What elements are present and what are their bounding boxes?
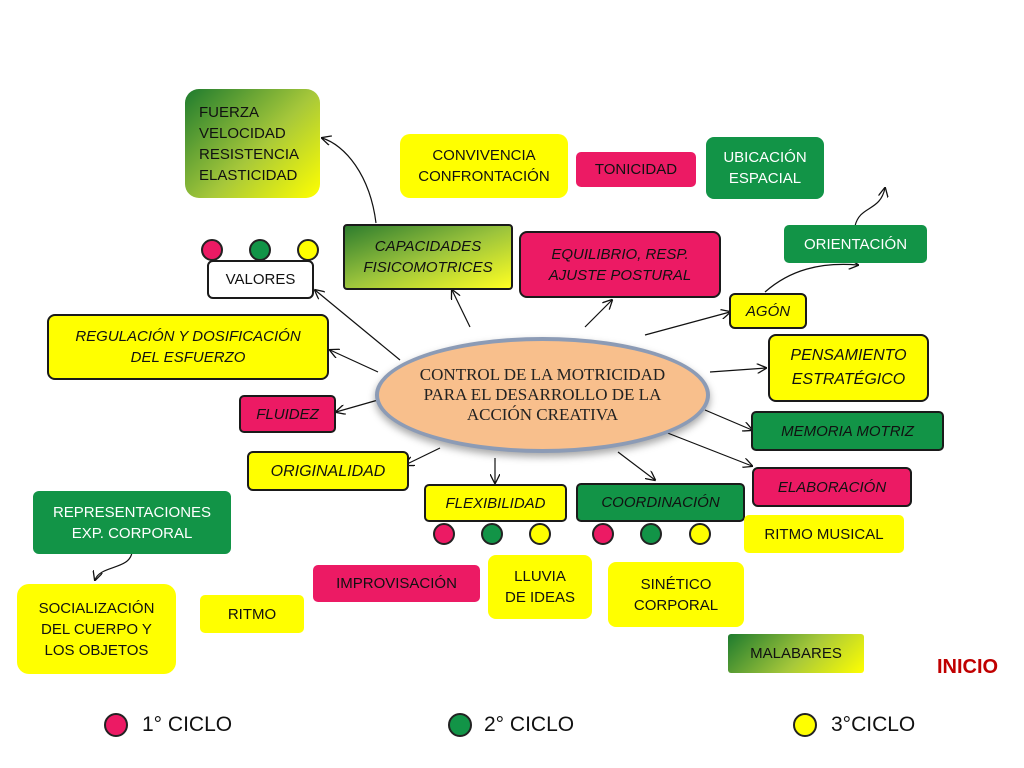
node-socializacion: SOCIALIZACIÓN DEL CUERPO Y LOS OBJETOS	[17, 584, 176, 674]
valores-dot-1-ciclo	[201, 239, 223, 261]
arrow-to-equilibrio	[584, 300, 612, 328]
node-ritmo: RITMO	[200, 595, 304, 633]
node-equilibrio-text: EQUILIBRIO, RESP. AJUSTE POSTURAL	[548, 245, 692, 284]
node-agon-text: AGÓN	[745, 302, 791, 320]
node-ritmo-musical: RITMO MUSICAL	[744, 515, 904, 553]
node-memoria-text: MEMORIA MOTRIZ	[781, 422, 914, 440]
node-fluidez-text: FLUIDEZ	[256, 405, 319, 423]
arrow-to-memoria	[704, 409, 752, 430]
valores-dot-3-ciclo	[297, 239, 319, 261]
arrow-to-valores	[315, 290, 401, 361]
node-agon: AGÓN	[729, 293, 807, 329]
arrow-to-pensamiento	[709, 368, 766, 372]
arrow-to-capacidades	[452, 290, 471, 328]
node-sinetico-text: SINÉTICO CORPORAL	[633, 575, 719, 614]
node-ritmo-text: RITMO	[227, 605, 277, 623]
node-flexibilidad: FLEXIBILIDAD	[424, 484, 567, 522]
node-regulacion: REGULACIÓN Y DOSIFICACIÓN DEL ESFUERZO	[47, 314, 329, 380]
node-originalidad: ORIGINALIDAD	[247, 451, 409, 491]
legend-label-3-ciclo: 3°CICLO	[831, 713, 916, 736]
node-orientacion-text: ORIENTACIÓN	[803, 235, 908, 253]
node-lluvia-text: LLUVIA DE IDEAS	[504, 568, 576, 606]
arrow-to-coordinacion	[617, 451, 655, 480]
central-concept: CONTROL DE LA MOTRICIDAD PARA EL DESARRO…	[375, 337, 710, 453]
arrow-orientacion-up	[854, 188, 885, 227]
legend-label-2-ciclo: 2° CICLO	[484, 713, 575, 736]
node-improvisacion-text: IMPROVISACIÓN	[336, 575, 457, 592]
node-valores-text: VALORES	[225, 271, 296, 288]
node-ubicacion: UBICACIÓN ESPACIAL	[706, 137, 824, 199]
flexibilidad-dot-1-ciclo	[433, 523, 455, 545]
node-convivencia: CONVIVENCIA CONFRONTACIÓN	[400, 134, 568, 198]
node-ritmo-musical-text: RITMO MUSICAL	[764, 525, 884, 543]
node-representaciones: REPRESENTACIONES EXP. CORPORAL	[33, 491, 231, 554]
node-pensamiento-text: PENSAMIENTO ESTRATÉGICO	[790, 347, 907, 388]
node-flexibilidad-text: FLEXIBILIDAD	[445, 494, 546, 512]
legend-dot-1-ciclo	[104, 713, 128, 737]
node-improvisacion: IMPROVISACIÓN	[313, 565, 480, 602]
node-malabares-text: MALABARES	[750, 645, 842, 662]
arrow-to-originalidad	[405, 447, 441, 465]
node-equilibrio: EQUILIBRIO, RESP. AJUSTE POSTURAL	[519, 231, 721, 298]
node-fuerza: FUERZA VELOCIDAD RESISTENCIA ELASTICIDAD	[185, 89, 320, 198]
legend-dot-3-ciclo	[793, 713, 817, 737]
arrow-to-orientacion	[764, 264, 858, 293]
arrow-to-elaboracion	[664, 431, 752, 466]
flexibilidad-dot-2-ciclo	[481, 523, 503, 545]
central-concept-text: CONTROL DE LA MOTRICIDAD PARA EL DESARRO…	[419, 365, 666, 424]
node-fuerza-text: FUERZA VELOCIDAD RESISTENCIA ELASTICIDAD	[199, 103, 300, 184]
valores-dot-2-ciclo	[249, 239, 271, 261]
coordinacion-dot-3-ciclo	[689, 523, 711, 545]
coordinacion-dot-1-ciclo	[592, 523, 614, 545]
flexibilidad-dot-3-ciclo	[529, 523, 551, 545]
node-representaciones-text: REPRESENTACIONES EXP. CORPORAL	[52, 503, 212, 542]
node-tonicidad-text: TONICIDAD	[594, 161, 678, 178]
arrow-to-fuerza	[322, 138, 377, 224]
node-ubicacion-text: UBICACIÓN ESPACIAL	[723, 149, 807, 187]
node-valores: VALORES	[207, 260, 314, 299]
node-fluidez: FLUIDEZ	[239, 395, 336, 433]
node-coordinacion: COORDINACIÓN	[576, 483, 745, 522]
coordinacion-dot-2-ciclo	[640, 523, 662, 545]
node-sinetico: SINÉTICO CORPORAL	[608, 562, 744, 627]
node-capacidades: CAPACIDADES FISICOMOTRICES	[343, 224, 513, 290]
node-elaboracion: ELABORACIÓN	[752, 467, 912, 507]
arrow-to-socializacion	[95, 551, 133, 580]
arrow-to-regulacion	[330, 350, 379, 373]
node-pensamiento: PENSAMIENTO ESTRATÉGICO	[768, 334, 929, 402]
node-malabares: MALABARES	[728, 634, 864, 673]
node-coordinacion-text: COORDINACIÓN	[601, 494, 720, 511]
node-elaboracion-text: ELABORACIÓN	[777, 478, 887, 496]
node-convivencia-text: CONVIVENCIA CONFRONTACIÓN	[418, 147, 550, 185]
legend-dot-2-ciclo	[448, 713, 472, 737]
node-socializacion-text: SOCIALIZACIÓN DEL CUERPO Y LOS OBJETOS	[38, 599, 155, 659]
node-memoria: MEMORIA MOTRIZ	[751, 411, 944, 451]
node-orientacion: ORIENTACIÓN	[784, 225, 927, 263]
node-regulacion-text: REGULACIÓN Y DOSIFICACIÓN DEL ESFUERZO	[75, 328, 301, 366]
node-tonicidad: TONICIDAD	[576, 152, 696, 187]
arrow-to-fluidez	[336, 399, 379, 412]
inicio-link[interactable]: INICIO	[937, 656, 999, 678]
legend-label-1-ciclo: 1° CICLO	[142, 713, 233, 736]
node-originalidad-text: ORIGINALIDAD	[270, 462, 386, 480]
node-capacidades-text: CAPACIDADES FISICOMOTRICES	[363, 238, 493, 276]
arrow-to-agon	[644, 312, 730, 336]
node-lluvia: LLUVIA DE IDEAS	[488, 555, 592, 619]
